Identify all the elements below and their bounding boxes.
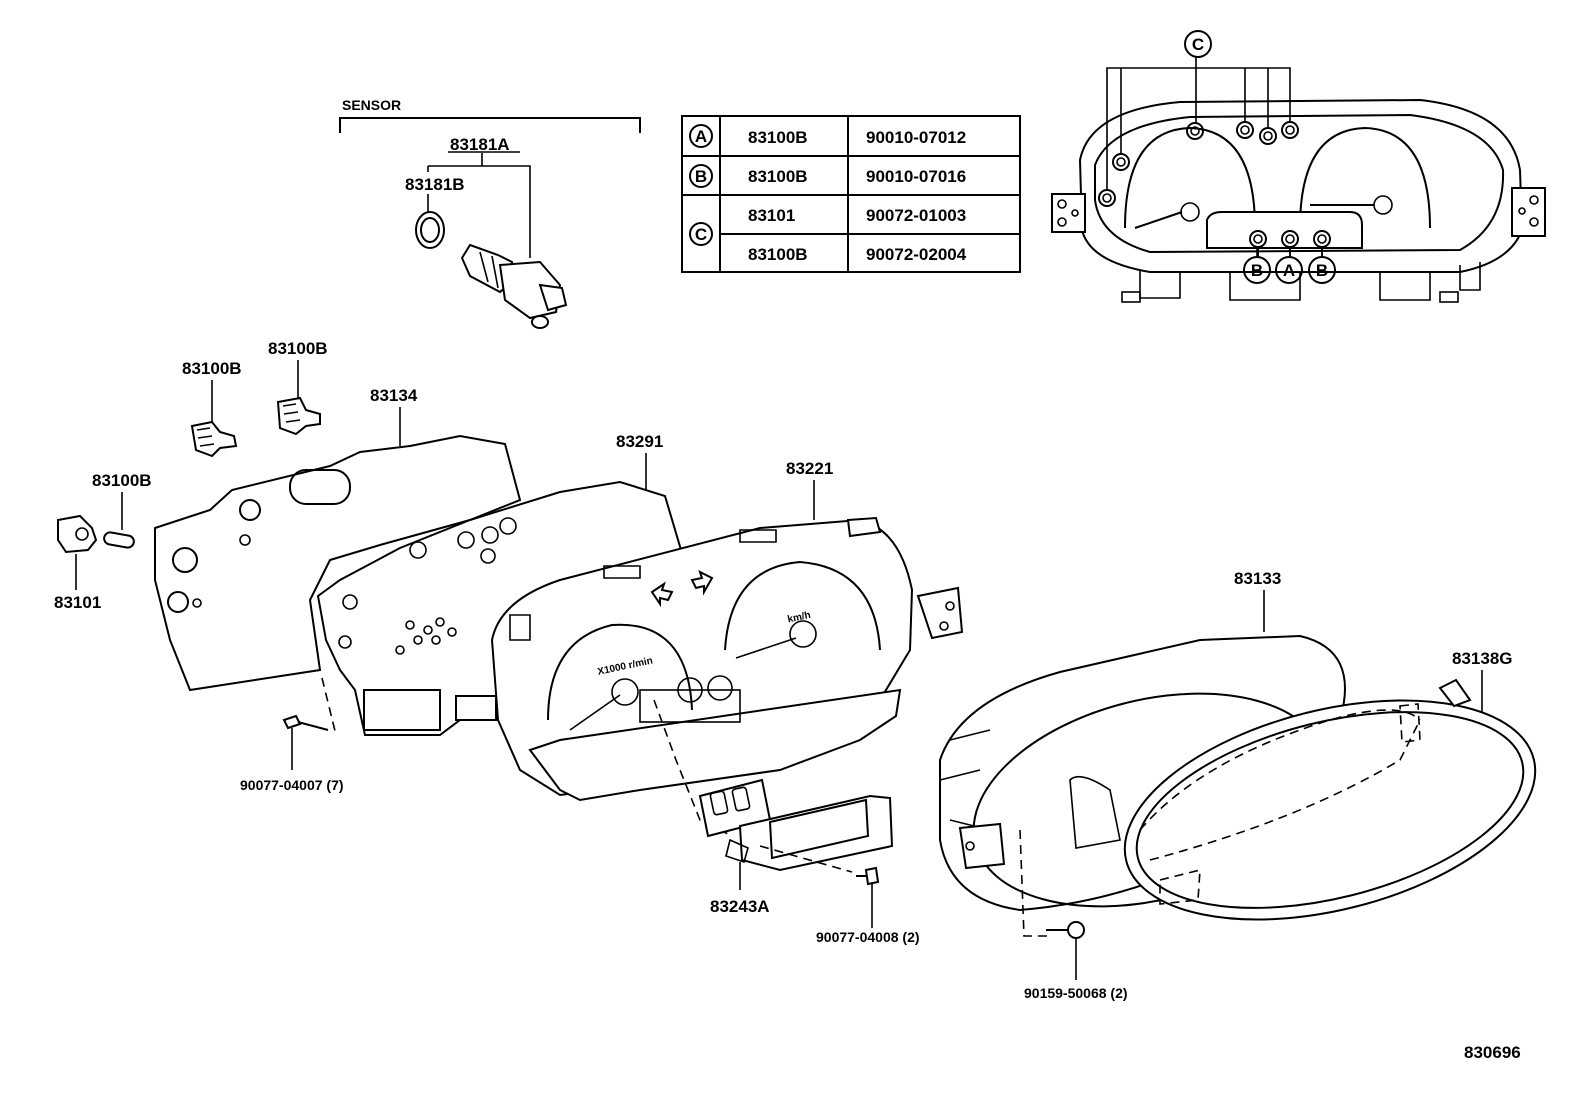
legend-row-c2-bulb: 90072-02004 [866,245,967,264]
part-83243a-display: 83243A [698,778,894,916]
o-ring [415,211,445,249]
sensor-bracket [339,117,641,133]
legend-key-b-circle [689,164,713,188]
screw-90077-04008: 90077-04008 (2) [816,866,920,945]
screw-90159-50068: 90159-50068 (2) [1019,829,1128,1001]
label-83181b: 83181B [405,175,465,194]
diagram-number: 830696 [1464,1043,1521,1062]
label-83221: 83221 [786,459,833,478]
inset-callout-c-circle [1184,30,1212,58]
label-83133: 83133 [1234,569,1281,588]
label-83243a: 83243A [710,897,770,916]
speedo-label: km/h [787,610,812,626]
label-83181a: 83181A [450,135,510,154]
legend-table: A B C 83100B 90010-07012 83100B 90010-07… [681,115,1021,273]
inset-callout-b2: B [1316,261,1328,280]
inset-callout-a-circle [1275,256,1303,284]
inset-callout-b1-circle [1243,256,1271,284]
part-83291-plate: 83291 [316,432,686,736]
label-83101: 83101 [54,593,101,612]
bulb-socket-top: 83100B [268,339,328,436]
inset-callout-b1: B [1251,261,1263,280]
label-83100b-left: 83100B [92,471,152,490]
legend-row-b-part: 83100B [748,167,808,186]
legend-key-a-circle [689,124,713,148]
label-83291: 83291 [616,432,663,451]
bulb-socket-left: 83100B 83101 [54,471,152,612]
legend-row-c1-bulb: 90072-01003 [866,206,966,225]
label-83134: 83134 [370,386,418,405]
label-83138g: 83138G [1452,649,1513,668]
label-90159-50068: 90159-50068 (2) [1024,985,1128,1001]
legend-key-a: A [695,127,707,146]
legend-key-c-circle [689,222,713,246]
legend-row-b-bulb: 90010-07016 [866,167,966,186]
screw-90077-04007: 90077-04007 (7) [240,714,344,793]
sensor-heading: SENSOR [342,97,401,113]
legend-row-c2-part: 83100B [748,245,808,264]
part-83134-plate: 83134 [154,386,522,692]
inset-callout-a: A [1283,261,1295,280]
inset-cluster-rear: C B A B [1051,30,1546,303]
legend-row-a-bulb: 90010-07012 [866,128,966,147]
bulb-socket-mid: 83100B [182,359,242,458]
legend-key-b: B [695,167,707,186]
inset-callout-c: C [1192,35,1204,54]
legend-row-c1-part: 83101 [748,206,795,225]
label-83100b-mid: 83100B [182,359,242,378]
label-83100b-top: 83100B [268,339,328,358]
label-90077-04008: 90077-04008 (2) [816,929,920,945]
inset-callout-b2-circle [1308,256,1336,284]
part-83133-bezel: 83133 [939,569,1346,912]
sensor-group: SENSOR 83181A 83181B [339,97,641,329]
speed-sensor [460,243,568,329]
part-83221-dial: 83221 X1000 r/min km/h [490,459,964,835]
legend-row-a-part: 83100B [748,128,808,147]
inset-sockets [1098,121,1331,248]
leader-83181a [427,153,531,258]
legend-key-c: C [695,225,707,244]
part-83138g-lens: 83138G [1123,649,1537,921]
label-90077-04007: 90077-04007 (7) [240,777,344,793]
